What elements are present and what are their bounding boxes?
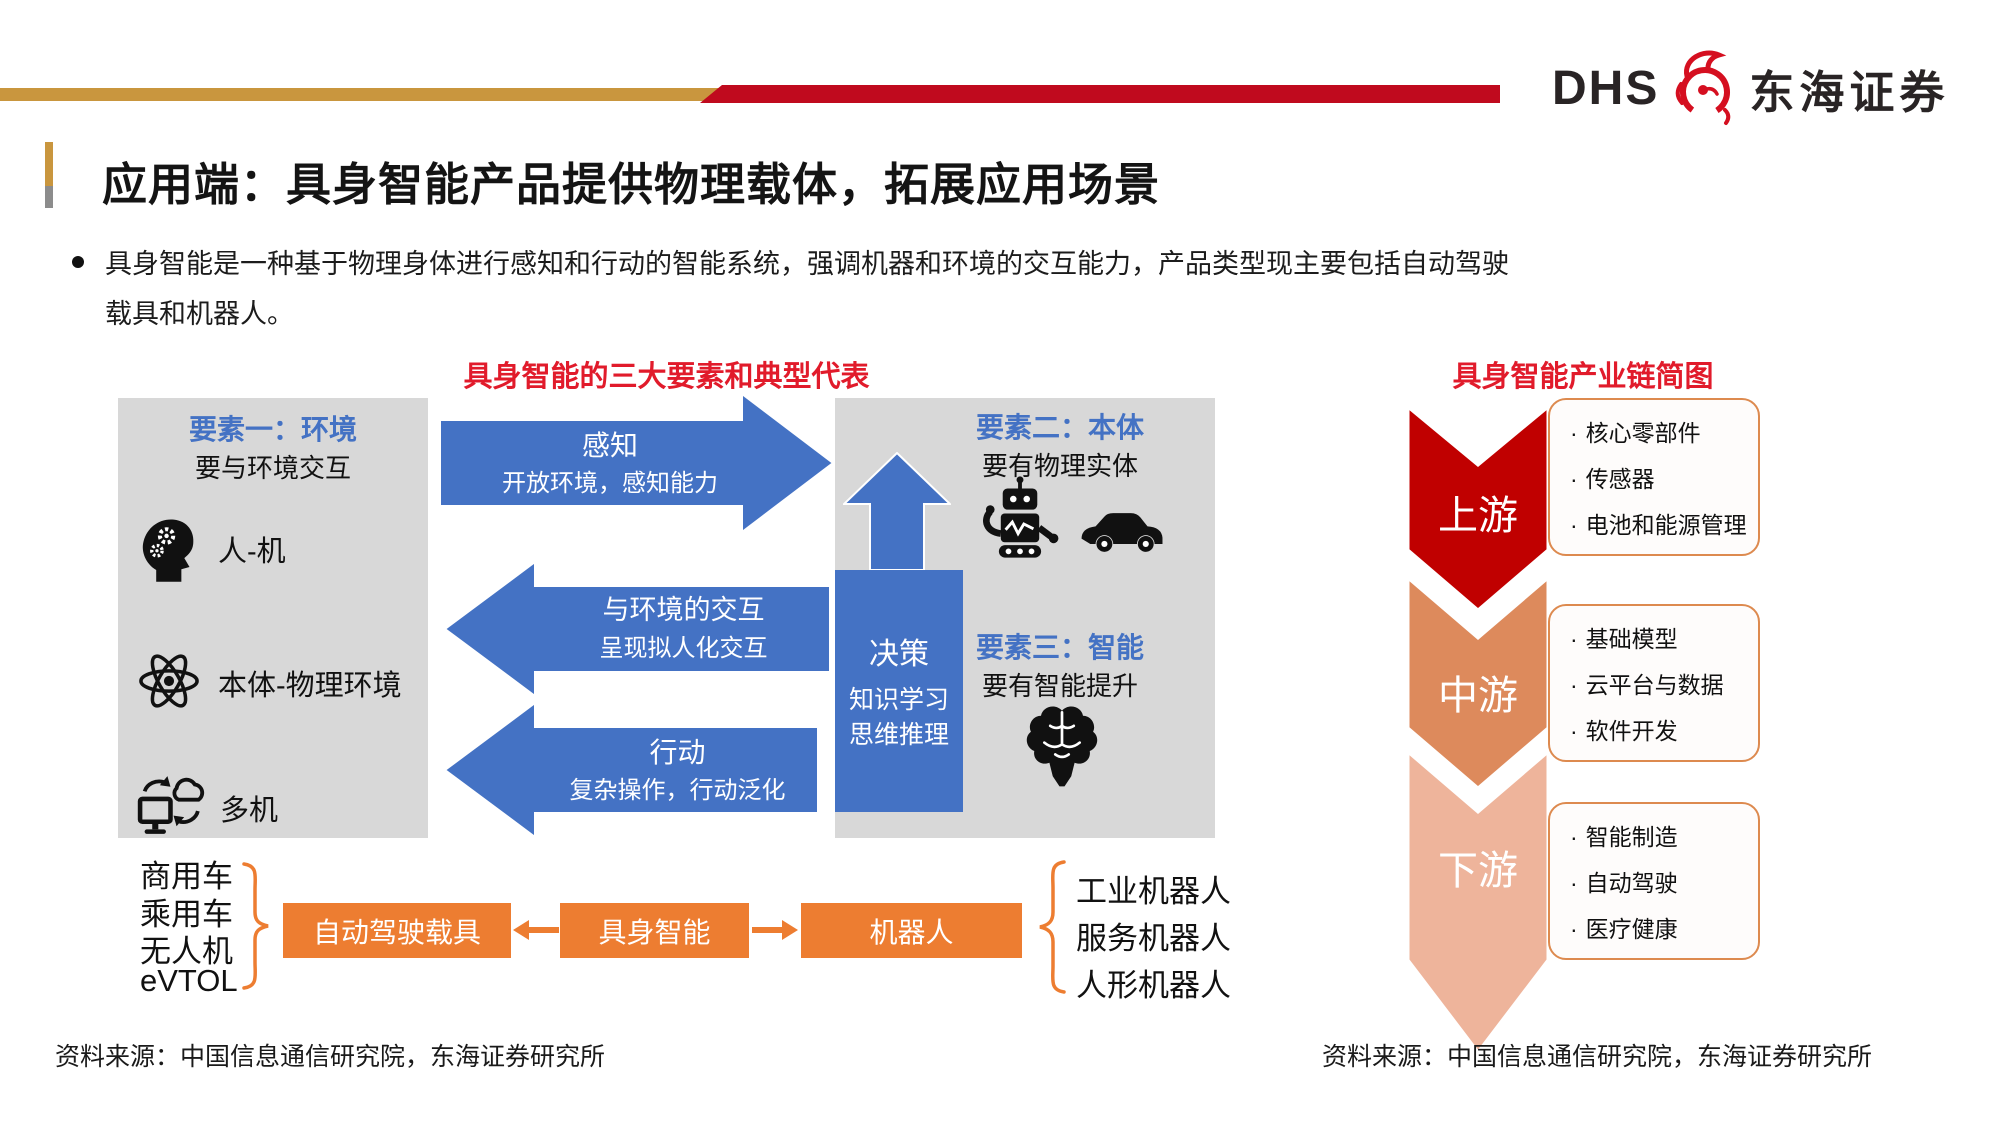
card-item: · 核心零部件: [1570, 414, 1758, 448]
right-diagram-title: 具身智能产业链简图: [1452, 361, 1714, 393]
robot-brace: [1036, 858, 1070, 1003]
flow-box-embodied-ai: 具身智能: [560, 903, 749, 958]
item-text: 云平台与数据: [1585, 672, 1724, 698]
environment-box: 要素一：环境 要与环境交互 人-机: [118, 398, 428, 838]
item-bullet: ·: [1570, 512, 1578, 538]
vehicle-list-item: eVTOL: [140, 963, 238, 998]
bullet-text-line1: 具身智能是一种基于物理身体进行感知和行动的智能系统，强调机器和环境的交互能力，产…: [105, 249, 1509, 279]
flow-box-robots: 机器人: [801, 903, 1022, 958]
decision-title: 决策: [869, 638, 929, 671]
bullet-text-line2: 载具和机器人。: [105, 299, 294, 329]
env-item-label: 本体-物理环境: [218, 670, 402, 702]
brain-icon: [1020, 700, 1104, 797]
flow-box-autonomous-vehicles: 自动驾驶载具: [283, 903, 511, 958]
logo-brand-name: 东海证券: [1749, 66, 1950, 118]
robot-list-item: 人形机器人: [1076, 968, 1231, 1003]
dragon-icon: [1673, 46, 1735, 131]
human-machine-icon: [134, 505, 208, 594]
arrow-perception-title: 感知: [581, 429, 638, 461]
env-item-body-physical: 本体-物理环境: [130, 638, 402, 728]
item-bullet: ·: [1570, 870, 1578, 896]
card-item: · 基础模型: [1570, 620, 1758, 654]
bullet-dot: [72, 256, 84, 268]
env-item-label: 多机: [220, 794, 279, 827]
title-accent-bar-gold: [45, 142, 53, 186]
decision-up-arrow: [841, 451, 953, 571]
e2-subheading: 要有物理实体: [981, 451, 1138, 481]
midstream-card: · 基础模型 · 云平台与数据 · 软件开发: [1548, 604, 1760, 762]
item-bullet: ·: [1570, 916, 1578, 942]
robot-icon: [972, 476, 1068, 577]
e3-subheading: 要有智能提升: [981, 671, 1138, 701]
source-left: 资料来源：中国信息通信研究院，东海证券研究所: [55, 1043, 606, 1071]
card-item: · 云平台与数据: [1570, 666, 1758, 700]
car-icon: [1078, 500, 1166, 563]
stage-label-upstream: 上游: [1438, 494, 1518, 538]
vehicle-brace: [238, 860, 272, 997]
item-bullet: ·: [1570, 466, 1578, 492]
env-item-human-machine: 人-机: [134, 504, 286, 594]
item-bullet: ·: [1570, 626, 1578, 652]
env-item-label: 人-机: [218, 536, 286, 568]
stage-label-downstream: 下游: [1438, 849, 1518, 893]
header-gold-bar: [0, 88, 722, 101]
atom-icon: [130, 642, 208, 725]
logo-dhs-text: DHS: [1552, 61, 1660, 115]
title-accent-bar-gray: [45, 186, 53, 208]
vehicle-list-item: 商用车: [140, 859, 233, 894]
flow-arrow-right: [752, 917, 798, 948]
flow-arrow-left: [513, 917, 559, 948]
item-text: 软件开发: [1585, 718, 1678, 744]
arrow-perception-subtitle: 开放环境，感知能力: [502, 469, 718, 497]
item-text: 智能制造: [1585, 824, 1678, 850]
env-item-multi-machine: 多机: [134, 760, 278, 855]
downstream-card: · 智能制造 · 自动驾驶 · 医疗健康: [1548, 802, 1760, 960]
arrow-interaction: 与环境的交互 呈现拟人化交互: [443, 560, 832, 698]
decision-line2: 思维推理: [848, 721, 949, 749]
arrow-interaction-title: 与环境的交互: [602, 595, 765, 626]
robot-list-item: 服务机器人: [1076, 921, 1231, 956]
env-heading: 要素一：环境: [188, 414, 357, 445]
arrow-perception: 感知 开放环境，感知能力: [440, 392, 835, 534]
e3-heading: 要素三：智能: [975, 632, 1144, 663]
company-logo: DHS 东海证券: [1552, 48, 1949, 128]
source-right: 资料来源：中国信息通信研究院，东海证券研究所: [1322, 1043, 1873, 1071]
item-text: 传感器: [1585, 466, 1655, 492]
card-item: · 传感器: [1570, 460, 1758, 494]
item-bullet: ·: [1570, 672, 1578, 698]
upstream-card: · 核心零部件 · 传感器 · 电池和能源管理: [1548, 398, 1760, 556]
arrow-action-subtitle: 复杂操作，行动泛化: [569, 776, 786, 804]
industry-chain-chevrons: [1406, 400, 1550, 1060]
arrow-action: 行动 复杂操作，行动泛化: [443, 701, 820, 839]
multi-machine-icon: [134, 765, 210, 850]
left-diagram-title: 具身智能的三大要素和典型代表: [463, 361, 870, 393]
item-text: 基础模型: [1585, 626, 1678, 652]
decision-line1: 知识学习: [848, 686, 949, 714]
item-text: 核心零部件: [1585, 420, 1701, 446]
decision-box: 决策 知识学习 思维推理: [835, 570, 963, 812]
arrow-interaction-subtitle: 呈现拟人化交互: [599, 634, 768, 662]
card-item: · 电池和能源管理: [1570, 506, 1758, 540]
robot-list-item: 工业机器人: [1076, 874, 1231, 909]
vehicle-list-item: 无人机: [140, 934, 233, 969]
vehicle-list-item: 乘用车: [140, 897, 233, 932]
arrow-action-title: 行动: [649, 736, 706, 768]
item-bullet: ·: [1570, 718, 1578, 744]
page-title: 应用端：具身智能产品提供物理载体，拓展应用场景: [102, 160, 1161, 210]
env-subheading: 要与环境交互: [194, 453, 351, 483]
card-item: · 医疗健康: [1570, 910, 1758, 944]
card-item: · 自动驾驶: [1570, 864, 1758, 898]
card-item: · 智能制造: [1570, 818, 1758, 852]
header-red-band: [700, 85, 1500, 103]
item-bullet: ·: [1570, 420, 1578, 446]
item-text: 自动驾驶: [1585, 870, 1678, 896]
e2-heading: 要素二：本体: [975, 412, 1144, 443]
item-bullet: ·: [1570, 824, 1578, 850]
item-text: 电池和能源管理: [1585, 512, 1747, 538]
stage-label-midstream: 中游: [1438, 674, 1518, 718]
card-item: · 软件开发: [1570, 712, 1758, 746]
item-text: 医疗健康: [1585, 916, 1678, 942]
